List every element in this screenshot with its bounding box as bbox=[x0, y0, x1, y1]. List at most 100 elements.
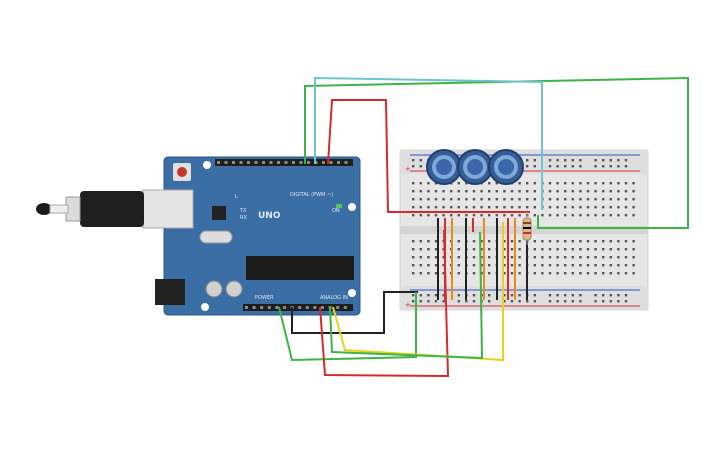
breadboard-hole[interactable] bbox=[617, 214, 620, 217]
breadboard-hole[interactable] bbox=[579, 256, 582, 259]
breadboard-hole[interactable] bbox=[480, 240, 483, 243]
breadboard-hole[interactable] bbox=[564, 300, 567, 303]
breadboard-hole[interactable] bbox=[419, 190, 422, 193]
breadboard-hole[interactable] bbox=[495, 206, 498, 209]
breadboard-hole[interactable] bbox=[419, 159, 422, 162]
breadboard-hole[interactable] bbox=[457, 206, 460, 209]
ir-sensor[interactable] bbox=[36, 191, 144, 227]
header-pin[interactable] bbox=[262, 161, 265, 164]
breadboard-hole[interactable] bbox=[609, 264, 612, 267]
breadboard-hole[interactable] bbox=[488, 294, 491, 297]
breadboard-hole[interactable] bbox=[632, 272, 635, 275]
breadboard-hole[interactable] bbox=[579, 240, 582, 243]
breadboard-hole[interactable] bbox=[495, 182, 498, 185]
breadboard-hole[interactable] bbox=[442, 264, 445, 267]
breadboard-hole[interactable] bbox=[518, 240, 521, 243]
breadboard-hole[interactable] bbox=[518, 264, 521, 267]
breadboard-hole[interactable] bbox=[556, 214, 559, 217]
breadboard-hole[interactable] bbox=[427, 264, 430, 267]
breadboard-hole[interactable] bbox=[419, 272, 422, 275]
breadboard-hole[interactable] bbox=[579, 190, 582, 193]
breadboard-hole[interactable] bbox=[602, 256, 605, 259]
breadboard-hole[interactable] bbox=[488, 214, 491, 217]
breadboard-hole[interactable] bbox=[571, 294, 574, 297]
header-pin[interactable] bbox=[284, 161, 288, 164]
breadboard-hole[interactable] bbox=[427, 182, 430, 185]
breadboard-hole[interactable] bbox=[609, 300, 612, 303]
breadboard-hole[interactable] bbox=[548, 214, 552, 217]
breadboard-hole[interactable] bbox=[571, 248, 574, 251]
breadboard-hole[interactable] bbox=[510, 264, 514, 267]
breadboard-hole[interactable] bbox=[427, 214, 430, 217]
breadboard-hole[interactable] bbox=[556, 198, 559, 201]
breadboard-hole[interactable] bbox=[427, 300, 430, 303]
breadboard-hole[interactable] bbox=[412, 159, 415, 162]
breadboard-hole[interactable] bbox=[594, 256, 597, 259]
breadboard-hole[interactable] bbox=[510, 198, 514, 201]
breadboard-hole[interactable] bbox=[556, 190, 559, 193]
breadboard-hole[interactable] bbox=[465, 182, 468, 185]
breadboard-hole[interactable] bbox=[564, 206, 567, 209]
header-pin[interactable] bbox=[247, 161, 250, 164]
breadboard-hole[interactable] bbox=[556, 240, 559, 243]
breadboard-hole[interactable] bbox=[624, 300, 628, 303]
breadboard-hole[interactable] bbox=[495, 198, 498, 201]
breadboard-hole[interactable] bbox=[617, 206, 620, 209]
breadboard-hole[interactable] bbox=[624, 198, 628, 201]
breadboard-hole[interactable] bbox=[564, 256, 567, 259]
breadboard-hole[interactable] bbox=[419, 182, 422, 185]
breadboard-hole[interactable] bbox=[564, 190, 567, 193]
breadboard-hole[interactable] bbox=[510, 240, 514, 243]
breadboard-hole[interactable] bbox=[533, 182, 536, 185]
breadboard-hole[interactable] bbox=[427, 256, 430, 259]
potentiometers[interactable] bbox=[426, 149, 524, 185]
breadboard-hole[interactable] bbox=[518, 272, 521, 275]
header-pin[interactable] bbox=[224, 161, 228, 164]
breadboard-hole[interactable] bbox=[594, 248, 597, 251]
breadboard-hole[interactable] bbox=[434, 300, 438, 303]
breadboard-hole[interactable] bbox=[488, 206, 491, 209]
breadboard-hole[interactable] bbox=[586, 198, 590, 201]
breadboard-hole[interactable] bbox=[571, 165, 574, 168]
breadboard-hole[interactable] bbox=[602, 182, 605, 185]
breadboard-hole[interactable] bbox=[602, 294, 605, 297]
breadboard-hole[interactable] bbox=[617, 264, 620, 267]
breadboard-hole[interactable] bbox=[450, 214, 453, 217]
header-pin[interactable] bbox=[217, 161, 220, 164]
breadboard-hole[interactable] bbox=[617, 248, 620, 251]
breadboard-hole[interactable] bbox=[533, 198, 536, 201]
wire-red-top[interactable] bbox=[327, 99, 530, 213]
breadboard-hole[interactable] bbox=[480, 190, 483, 193]
breadboard-hole[interactable] bbox=[518, 294, 521, 297]
header-pin[interactable] bbox=[232, 161, 235, 164]
breadboard-hole[interactable] bbox=[412, 206, 415, 209]
breadboard-hole[interactable] bbox=[419, 300, 422, 303]
breadboard-hole[interactable] bbox=[548, 294, 552, 297]
breadboard-hole[interactable] bbox=[442, 294, 445, 297]
breadboard-hole[interactable] bbox=[571, 240, 574, 243]
breadboard-hole[interactable] bbox=[510, 300, 514, 303]
wire-green-top[interactable] bbox=[304, 76, 689, 229]
breadboard-hole[interactable] bbox=[434, 248, 438, 251]
breadboard-hole[interactable] bbox=[412, 214, 415, 217]
breadboard-hole[interactable] bbox=[488, 248, 491, 251]
breadboard-hole[interactable] bbox=[412, 300, 415, 303]
breadboard-hole[interactable] bbox=[548, 264, 552, 267]
breadboard-hole[interactable] bbox=[564, 198, 567, 201]
wire-red-bottom[interactable] bbox=[319, 229, 450, 378]
breadboard-hole[interactable] bbox=[472, 190, 476, 193]
breadboard-hole[interactable] bbox=[609, 159, 612, 162]
header-pin[interactable] bbox=[344, 161, 348, 164]
breadboard-hole[interactable] bbox=[533, 214, 536, 217]
breadboard-hole[interactable] bbox=[579, 206, 582, 209]
breadboard-hole[interactable] bbox=[609, 272, 612, 275]
breadboard-hole[interactable] bbox=[548, 198, 552, 201]
breadboard-hole[interactable] bbox=[427, 198, 430, 201]
header-pin[interactable] bbox=[283, 306, 286, 309]
wire-green-bottom[interactable] bbox=[278, 292, 417, 362]
breadboard-hole[interactable] bbox=[617, 256, 620, 259]
breadboard-hole[interactable] bbox=[412, 264, 415, 267]
breadboard-hole[interactable] bbox=[556, 256, 559, 259]
breadboard-hole[interactable] bbox=[556, 182, 559, 185]
breadboard-hole[interactable] bbox=[533, 206, 536, 209]
